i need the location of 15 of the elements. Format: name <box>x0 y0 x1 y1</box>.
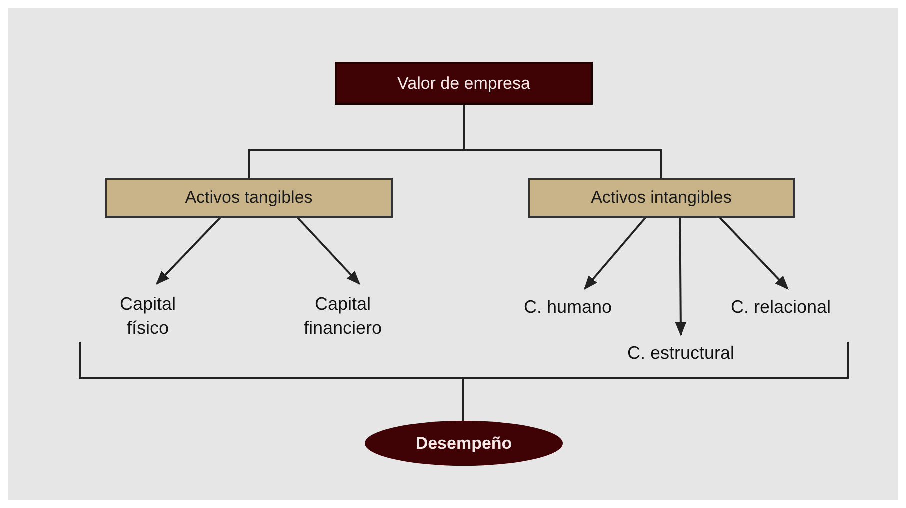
connector-line <box>463 105 662 178</box>
item-label: C. humano <box>503 293 633 321</box>
item-label: C. estructural <box>606 339 756 367</box>
item-label: Capital financiero <box>288 288 398 344</box>
item-label: Capital físico <box>103 288 193 344</box>
title-box: Valor de empresa <box>335 62 593 105</box>
arrow <box>720 217 789 290</box>
result-ellipse: Desempeño <box>365 421 563 466</box>
category-box: Activos tangibles <box>105 178 393 218</box>
category-box: Activos intangibles <box>528 178 795 218</box>
arrow <box>297 217 360 286</box>
item-label: C. relacional <box>711 293 851 321</box>
arrow <box>156 217 221 285</box>
arrow <box>675 218 687 336</box>
arrow <box>584 217 646 290</box>
